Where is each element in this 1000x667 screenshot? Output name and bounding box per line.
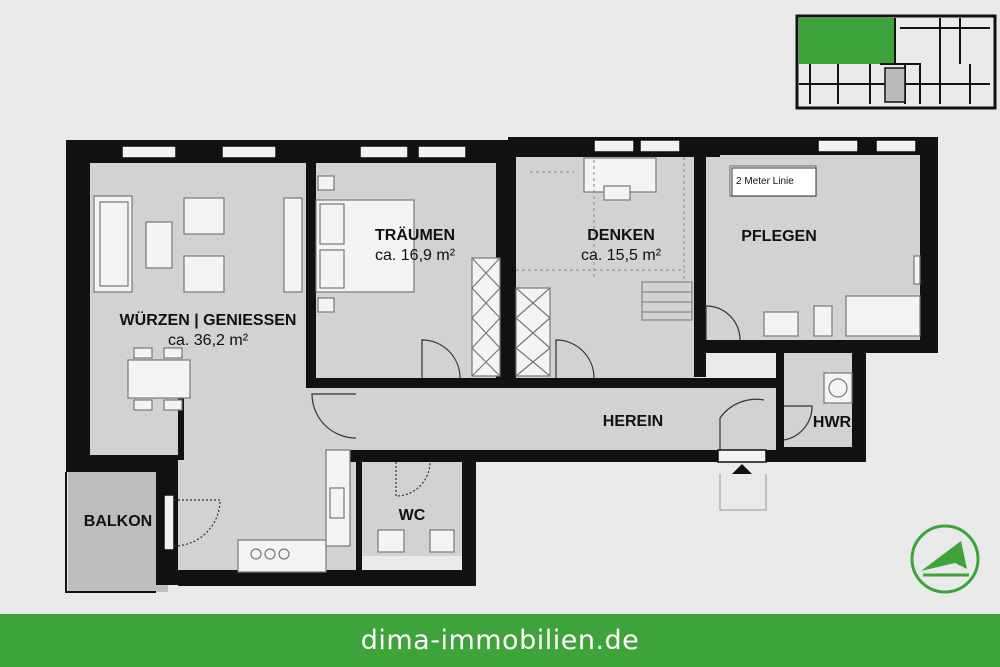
windows (121, 139, 917, 551)
entrance-arrow-icon (732, 464, 752, 474)
room-name: HWR (812, 414, 852, 431)
room-label-balkon: BALKON (72, 512, 164, 532)
dashed-lines (516, 157, 685, 282)
website-link[interactable]: dima-immobilien.de (360, 625, 640, 656)
north-arrow-icon (910, 524, 980, 594)
room-name: HEREIN (602, 413, 664, 430)
doors (173, 305, 813, 547)
room-label-pflegen: PFLEGEN (724, 227, 834, 247)
room-name: WÜRZEN | GENIESSEN (119, 312, 297, 329)
room-area: ca. 15,5 m² (580, 247, 662, 264)
meter-line-label: 2 Meter Linie (736, 176, 794, 187)
room-name: WC (398, 507, 426, 524)
furniture (93, 157, 921, 573)
room-label-traeumen: TRÄUMEN ca. 16,9 m² (360, 226, 470, 266)
room-label-hwr: HWR (802, 413, 862, 433)
stairs (641, 281, 693, 321)
footer-bar: dima-immobilien.de (0, 614, 1000, 667)
room-name: DENKEN (587, 227, 655, 244)
room-name: BALKON (83, 513, 153, 530)
entrance-step (719, 474, 767, 511)
room-label-denken: DENKEN ca. 15,5 m² (566, 226, 676, 266)
room-label-wuerzen: WÜRZEN | GENIESSEN ca. 36,2 m² (108, 311, 308, 351)
room-name: TRÄUMEN (375, 227, 455, 244)
room-area: ca. 16,9 m² (374, 247, 456, 264)
room-area: ca. 36,2 m² (167, 332, 249, 349)
room-label-herein: HEREIN (578, 412, 688, 432)
meter-line-box (731, 167, 817, 197)
building-overview-icon (795, 14, 997, 110)
balcony-rail (65, 472, 156, 593)
balkon-floor (68, 470, 168, 592)
entrance-door (717, 449, 767, 463)
room-name: PFLEGEN (741, 228, 817, 245)
room-label-wc: WC (382, 506, 442, 526)
